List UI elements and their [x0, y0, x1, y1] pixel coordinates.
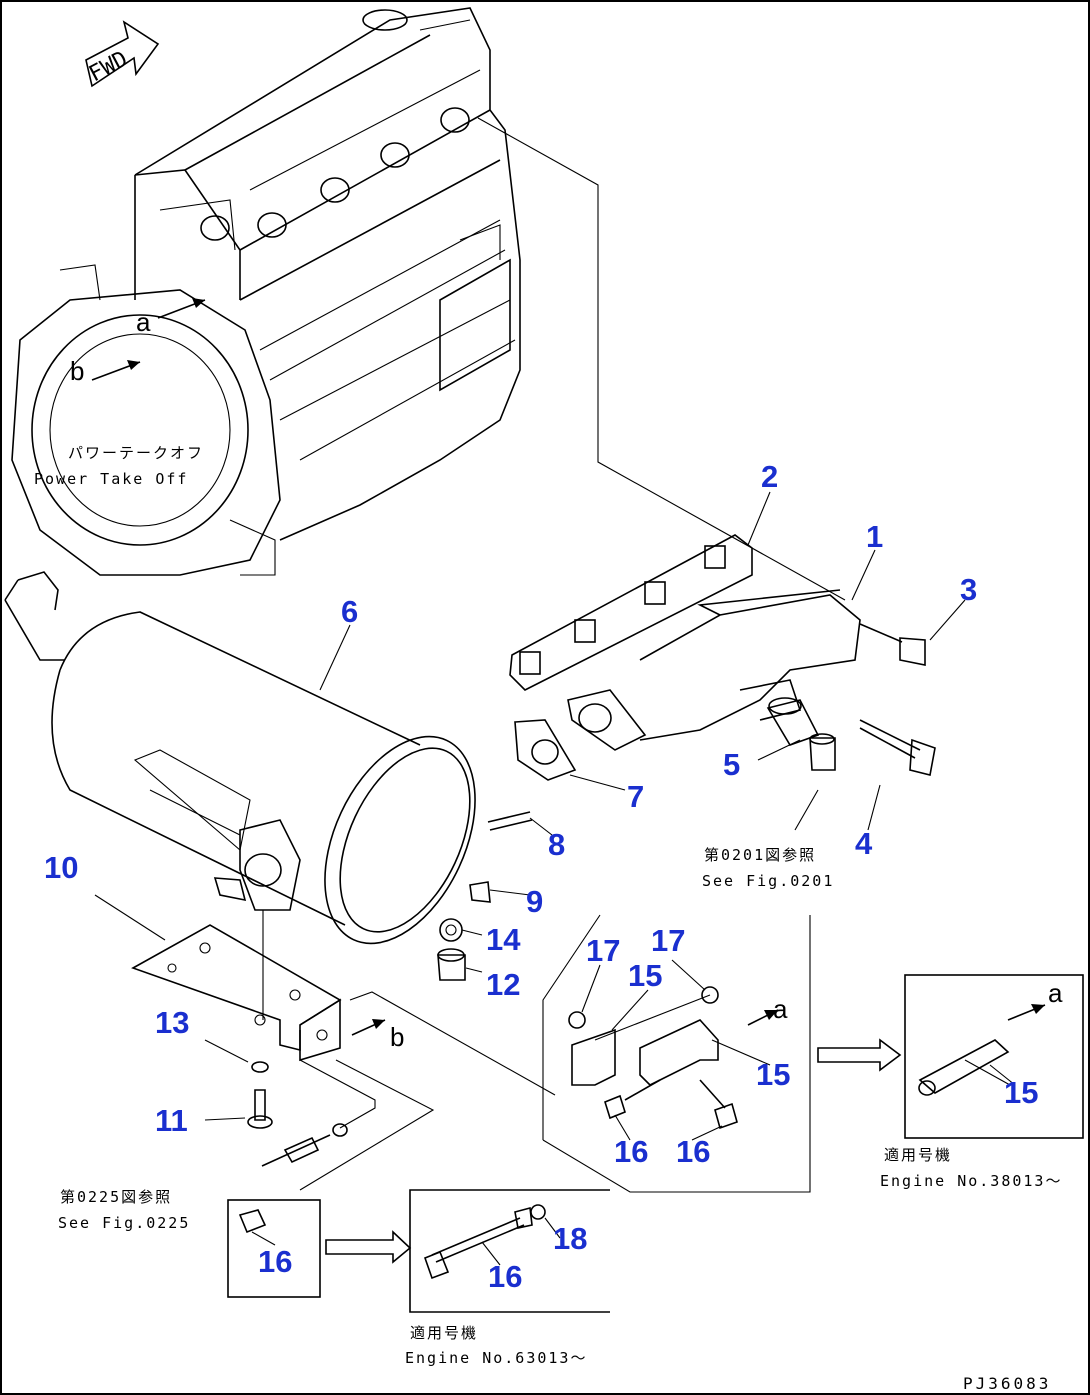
pto-label-en: Power Take Off: [34, 470, 188, 488]
mounting-bracket: [131, 924, 342, 1062]
callout-15-top: 15: [628, 958, 662, 993]
muffler: [4, 571, 476, 945]
callout-3: 3: [960, 572, 977, 607]
callout-16-right: 16: [676, 1134, 710, 1169]
callout-5: 5: [723, 747, 740, 782]
serial-detail-box-bottom: [409, 1189, 610, 1313]
callout-9: 9: [526, 884, 543, 919]
bolt-11: [247, 1089, 273, 1129]
exhaust-manifold: [567, 589, 861, 751]
callout-4: 4: [855, 826, 873, 861]
forward-arrow-icon: FWD: [85, 20, 160, 88]
bolt-9: [469, 881, 491, 903]
bolt-detail-box: [227, 1199, 321, 1298]
callout-2: 2: [761, 459, 778, 494]
callout-16-left: 16: [614, 1134, 648, 1169]
callout-8: 8: [548, 827, 565, 862]
svg-text:a: a: [773, 994, 788, 1024]
pto-label-jp: パワーテークオフ: [68, 444, 204, 462]
callout-14: 14: [486, 922, 521, 957]
callout-leaders: [94, 491, 1016, 1266]
ref-0225-en: See Fig.0225: [58, 1214, 190, 1232]
bolt-ref-0225: [261, 1123, 348, 1167]
forward-label: FWD: [85, 47, 132, 88]
svg-text:a: a: [1048, 978, 1063, 1008]
serial-detail-box-right: a: [904, 974, 1084, 1139]
hollow-arrow-right: [817, 1038, 902, 1072]
serial-right-en: Engine No.38013～: [880, 1172, 1062, 1190]
serial-bottom-jp: 適用号機: [410, 1324, 478, 1342]
callout-11: 11: [155, 1103, 188, 1138]
ref-0225-jp: 第0225図参照: [60, 1188, 172, 1206]
callout-18: 18: [553, 1221, 587, 1256]
callout-7: 7: [627, 779, 644, 814]
bolt-3: [859, 623, 926, 666]
callout-17-right: 17: [651, 923, 685, 958]
manifold-gasket: [509, 534, 753, 691]
leader-bracket-bolt: [299, 1059, 376, 1129]
leader-bracket-detail: [349, 991, 556, 1096]
callout-1: 1: [866, 519, 883, 554]
flange-gasket: [514, 719, 577, 781]
callout-13: 13: [155, 1005, 189, 1040]
callout-6: 6: [341, 594, 358, 629]
stud-8: [487, 811, 533, 831]
engine-block: [134, 7, 521, 541]
svg-text:b: b: [70, 356, 84, 386]
serial-bottom-en: Engine No.63013～: [405, 1349, 587, 1367]
callout-17-left: 17: [586, 933, 620, 968]
washer-13: [251, 1061, 269, 1073]
view-arrow-b-bracket: b: [351, 1019, 404, 1052]
leader-bolt-16: [299, 1059, 435, 1191]
callout-15-box: 15: [1004, 1075, 1038, 1110]
callout-10: 10: [44, 850, 78, 885]
flywheel-housing: [11, 264, 281, 576]
collar-12: [437, 948, 466, 981]
ref-0201-en: See Fig.0201: [702, 872, 834, 890]
callout-12: 12: [486, 967, 520, 1002]
svg-text:b: b: [390, 1022, 404, 1052]
serial-right-jp: 適用号機: [884, 1146, 952, 1164]
bolt-4: [809, 719, 936, 776]
view-arrow-a-engine: a: [136, 298, 206, 337]
hollow-arrow-bottom: [325, 1230, 412, 1264]
nut-14: [439, 918, 463, 942]
callout-16-box: 16: [258, 1244, 292, 1279]
callout-15-right: 15: [756, 1057, 790, 1092]
callout-16-bottom: 16: [488, 1259, 522, 1294]
drawing-code: PJ36083: [963, 1374, 1051, 1393]
ref-0201-jp: 第0201図参照: [704, 846, 816, 864]
bracket-detail-panel: a: [542, 914, 811, 1193]
manifold-leader-line: [477, 117, 846, 601]
view-arrow-b-engine: b: [70, 356, 141, 386]
svg-text:a: a: [136, 307, 151, 337]
